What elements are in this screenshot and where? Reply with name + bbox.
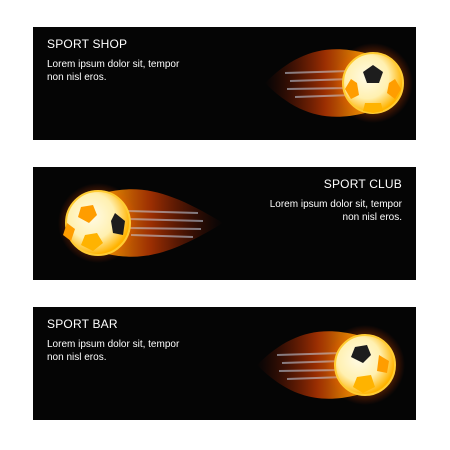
banner-text: Lorem ipsum dolor sit, tempor non nisl e…: [47, 339, 180, 363]
sport-club-banner[interactable]: SPORT CLUB Lorem ipsum dolor sit, tempor…: [33, 167, 416, 280]
banner-text: Lorem ipsum dolor sit, tempor non nisl e…: [47, 59, 180, 83]
sport-bar-banner[interactable]: SPORT BAR Lorem ipsum dolor sit, tempor …: [33, 307, 416, 420]
flaming-soccer-ball-icon: [255, 33, 415, 133]
flaming-soccer-ball-icon: [33, 173, 233, 273]
banner-title: SPORT SHOP: [47, 37, 128, 51]
banner-title: SPORT CLUB: [323, 177, 402, 191]
sport-shop-banner[interactable]: SPORT SHOP Lorem ipsum dolor sit, tempor…: [33, 27, 416, 140]
banner-title: SPORT BAR: [47, 317, 118, 331]
banner-text: Lorem ipsum dolor sit, tempor non nisl e…: [269, 199, 402, 223]
flaming-soccer-ball-icon: [247, 315, 407, 415]
